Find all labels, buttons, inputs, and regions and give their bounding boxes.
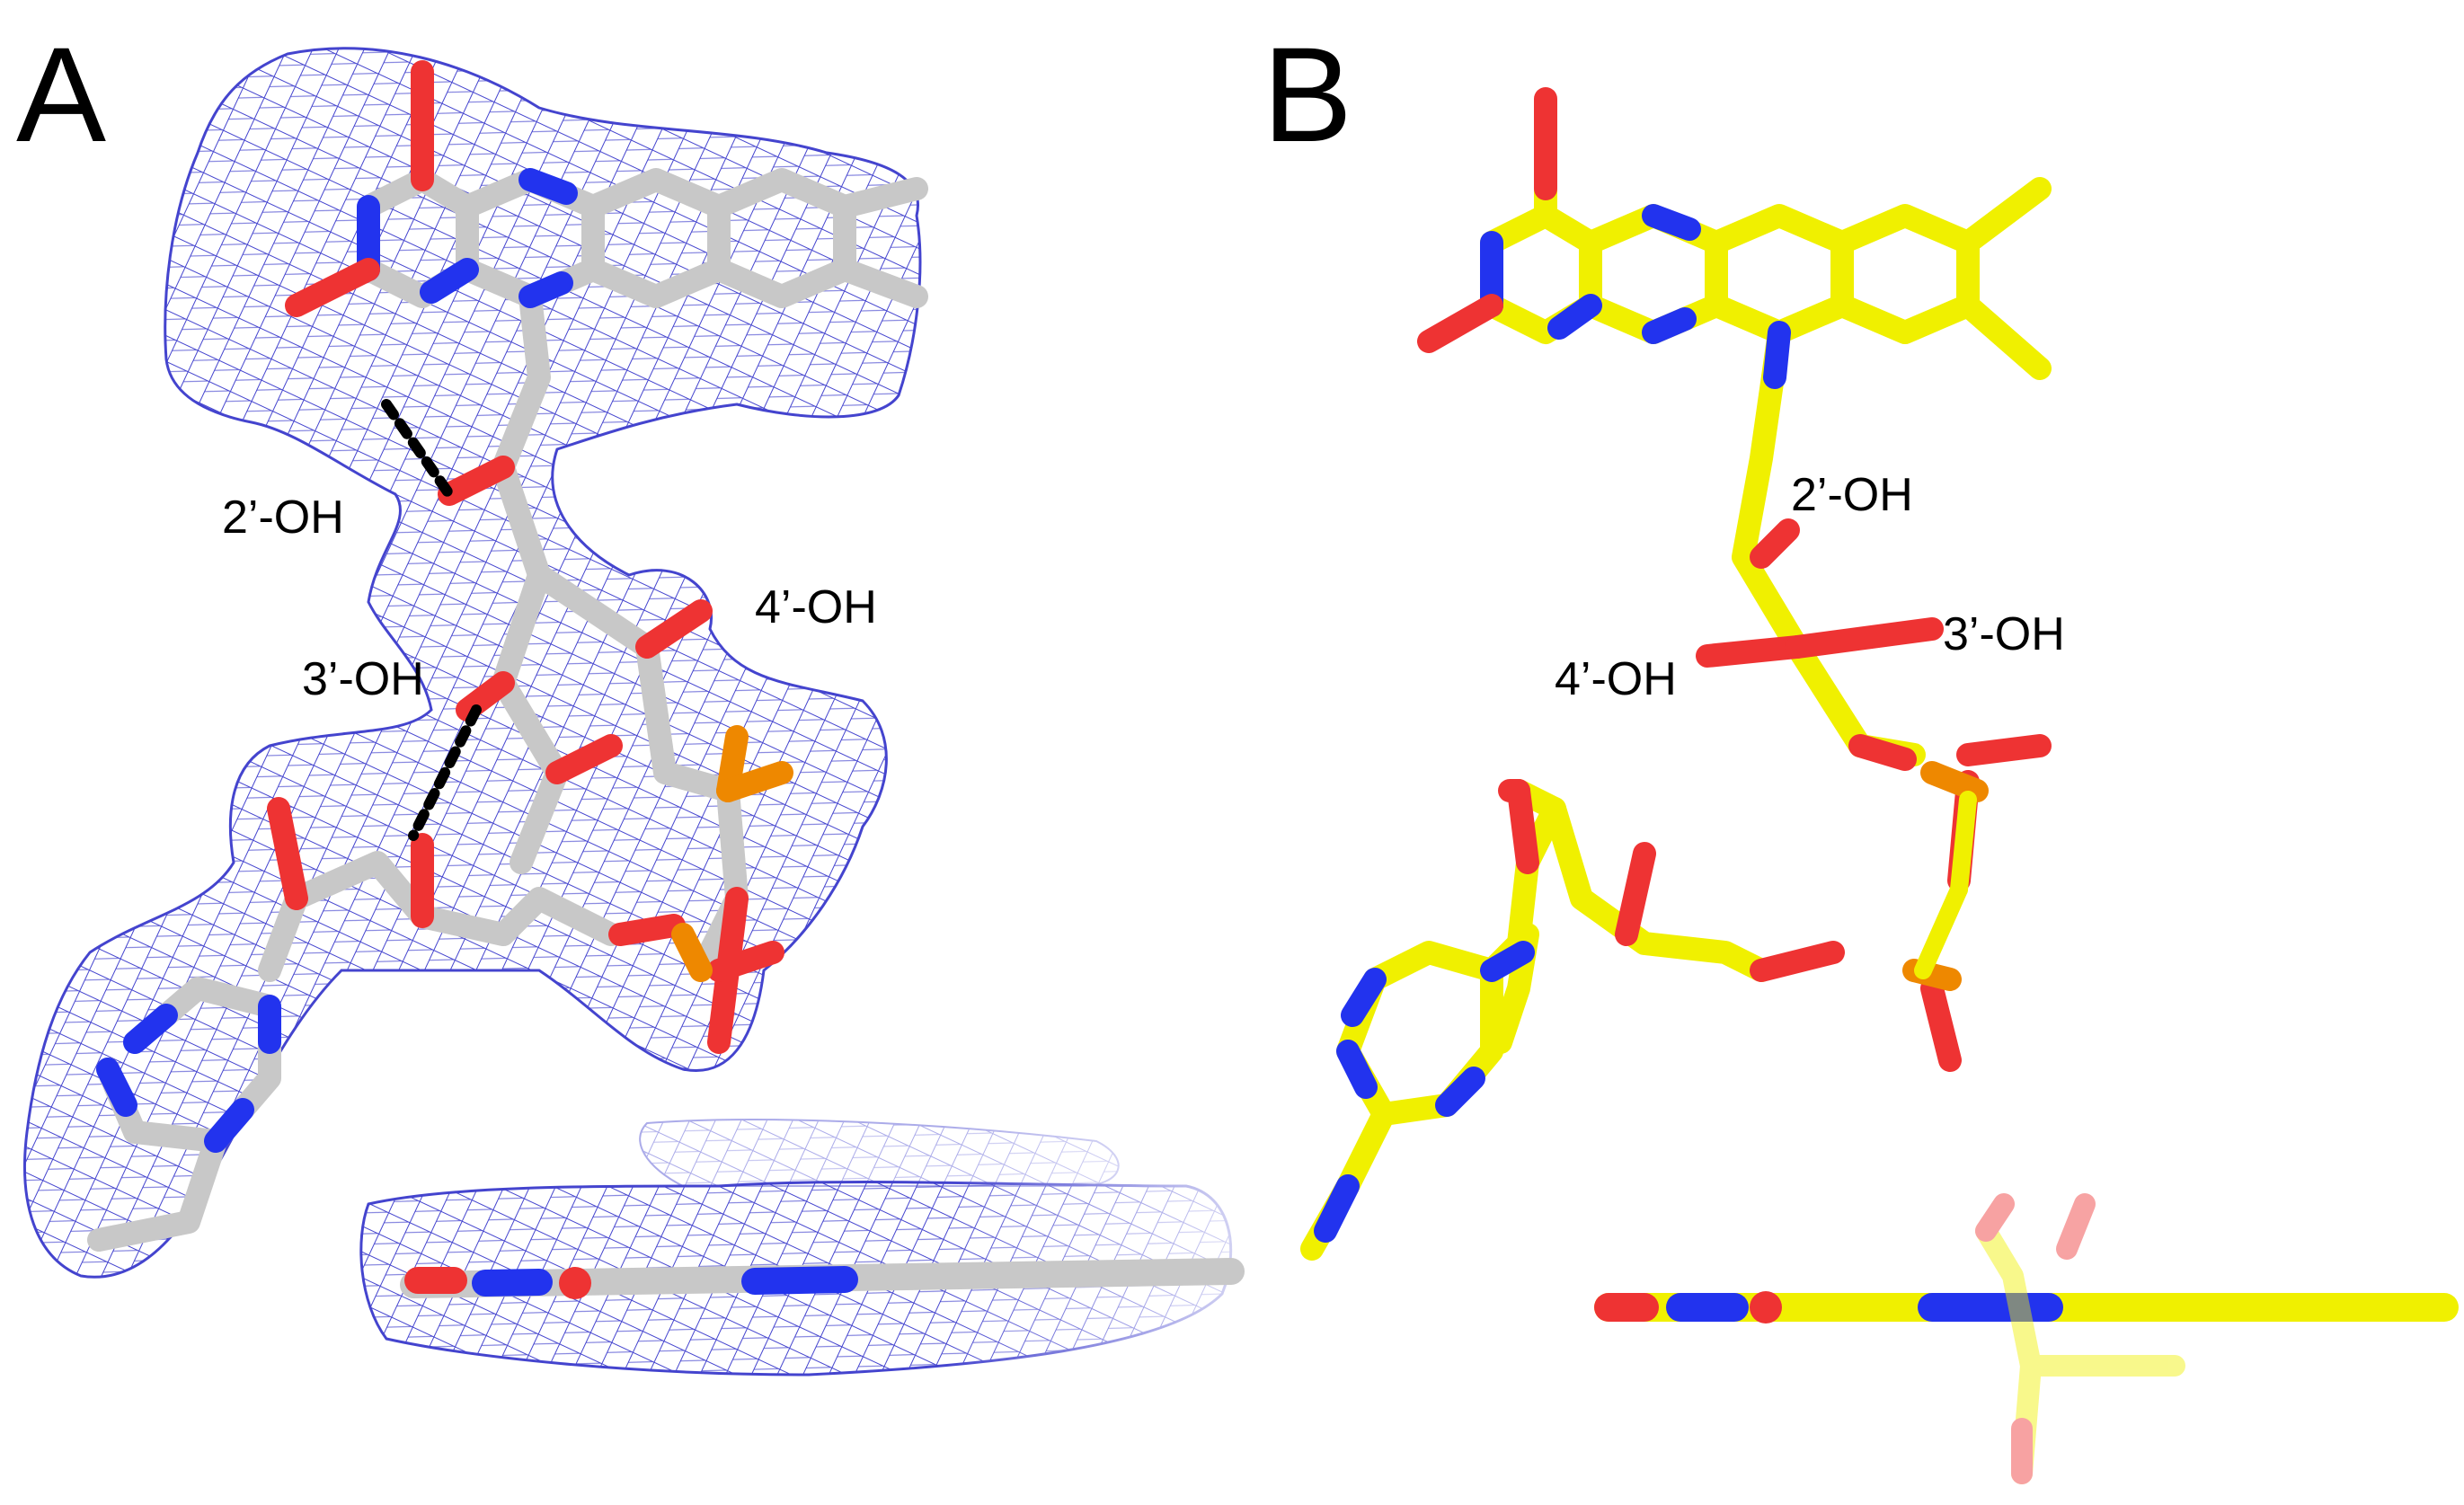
panel-b-structure: [1300, 87, 2459, 1484]
panel-a-label-4oh: 4’-OH: [755, 581, 877, 633]
panel-a-letter: A: [16, 19, 107, 170]
panel-b-label-3oh: 3’-OH: [1943, 608, 2065, 660]
panel-b-label-4oh: 4’-OH: [1555, 653, 1677, 705]
panel-b-letter: B: [1263, 19, 1353, 170]
panel-b-label-2oh: 2’-OH: [1791, 469, 1913, 521]
panel-a-structure: [23, 47, 1267, 1393]
panel-a-label-2oh: 2’-OH: [222, 491, 344, 544]
fad-sticks-gray: [87, 60, 1245, 1299]
panel-a-label-3oh: 3’-OH: [302, 653, 424, 705]
